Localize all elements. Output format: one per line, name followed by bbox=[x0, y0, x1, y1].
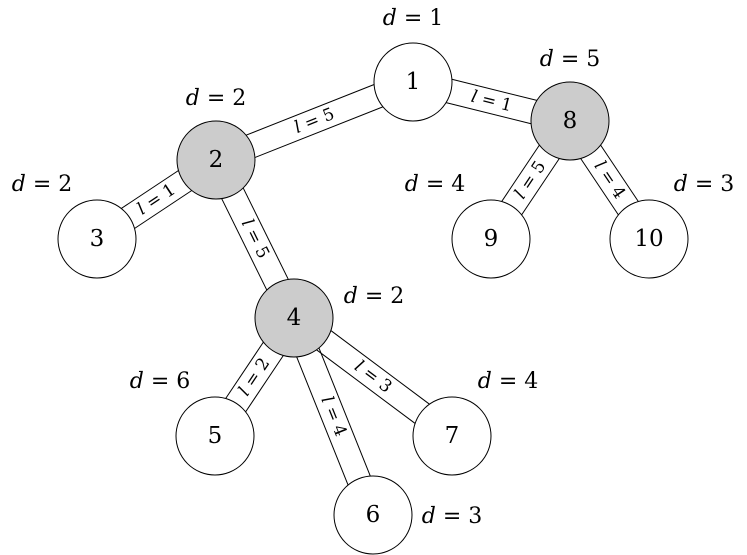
distance-label-node-2: d = 2 bbox=[186, 86, 247, 111]
distance-label-node-8: d = 5 bbox=[540, 47, 601, 72]
edge-weight-label: l = 5 bbox=[292, 104, 338, 138]
node-circle bbox=[57, 199, 137, 279]
node-label: 2 bbox=[209, 147, 224, 173]
distance-label-node-9: d = 4 bbox=[405, 172, 466, 197]
highlighted-node-circle bbox=[176, 120, 256, 200]
edge-border-line bbox=[314, 348, 418, 426]
node-circle bbox=[333, 475, 413, 555]
node-label: 9 bbox=[484, 226, 499, 252]
edge-1-8: l = 1 bbox=[443, 78, 540, 125]
edge-border-line bbox=[119, 168, 181, 211]
edge-border-line bbox=[244, 353, 285, 414]
edge-border-line bbox=[224, 340, 265, 401]
node-label: 10 bbox=[634, 226, 663, 252]
node-1: 1 bbox=[373, 42, 453, 122]
edge-weight-label: l = 5 bbox=[237, 216, 273, 262]
node-label: 1 bbox=[406, 69, 421, 95]
distance-label-node-1: d = 1 bbox=[383, 6, 444, 31]
distance-label-node-5: d = 6 bbox=[130, 369, 191, 394]
distance-labels-layer: d = 1 d = 2 d = 2 d = 2 d = 6 d = 3 d = 4 d = 5… bbox=[12, 6, 735, 529]
edge-border-line bbox=[500, 143, 541, 204]
node-5: 5 bbox=[175, 396, 255, 476]
node-label: 4 bbox=[287, 305, 302, 331]
node-circle bbox=[373, 42, 453, 122]
node-circle bbox=[175, 396, 255, 476]
node-2: 2 bbox=[176, 120, 256, 200]
edge-border-line bbox=[328, 328, 432, 406]
node-8: 8 bbox=[530, 81, 610, 161]
edge-border-line bbox=[449, 78, 540, 102]
node-label: 3 bbox=[90, 226, 105, 252]
edge-border-line bbox=[579, 156, 620, 217]
node-label: 7 bbox=[445, 423, 460, 449]
node-9: 9 bbox=[451, 199, 531, 279]
edge-border-line bbox=[443, 101, 534, 125]
node-label: 8 bbox=[563, 108, 578, 134]
node-label: 5 bbox=[208, 423, 223, 449]
edge-border-line bbox=[295, 354, 350, 488]
node-6: 6 bbox=[333, 475, 413, 555]
node-circle bbox=[412, 396, 492, 476]
edge-weight-label: l = 4 bbox=[317, 394, 351, 440]
distance-label-node-4: d = 2 bbox=[344, 284, 405, 309]
node-3: 3 bbox=[57, 199, 137, 279]
distance-label-node-7: d = 4 bbox=[478, 369, 539, 394]
highlighted-node-circle bbox=[254, 278, 334, 358]
edge-border-line bbox=[241, 185, 290, 282]
node-10: 10 bbox=[609, 199, 689, 279]
distance-label-node-10: d = 3 bbox=[674, 172, 735, 197]
edge-4-6: l = 4 bbox=[295, 345, 372, 488]
node-circle bbox=[451, 199, 531, 279]
node-7: 7 bbox=[412, 396, 492, 476]
edge-border-line bbox=[599, 143, 640, 204]
node-circle bbox=[609, 199, 689, 279]
edge-border-line bbox=[317, 345, 372, 479]
distance-label-node-6: d = 3 bbox=[422, 504, 483, 529]
highlighted-node-circle bbox=[530, 81, 610, 161]
distance-label-node-3: d = 2 bbox=[12, 172, 73, 197]
edge-weight-label: l = 1 bbox=[469, 87, 514, 116]
node-4: 4 bbox=[254, 278, 334, 358]
edge-border-line bbox=[132, 188, 194, 231]
edge-border-line bbox=[252, 105, 386, 159]
edge-2-4: l = 5 bbox=[220, 185, 290, 293]
edge-border-line bbox=[243, 83, 377, 137]
edge-border-line bbox=[220, 196, 269, 293]
edge-weight-label: l = 3 bbox=[350, 357, 395, 398]
nodes-layer: 1 2 3 4 5 6 7 8 9 10 bbox=[57, 42, 689, 555]
edge-1-2: l = 5 bbox=[243, 83, 386, 159]
node-label: 6 bbox=[366, 502, 381, 528]
edge-border-line bbox=[520, 156, 561, 217]
